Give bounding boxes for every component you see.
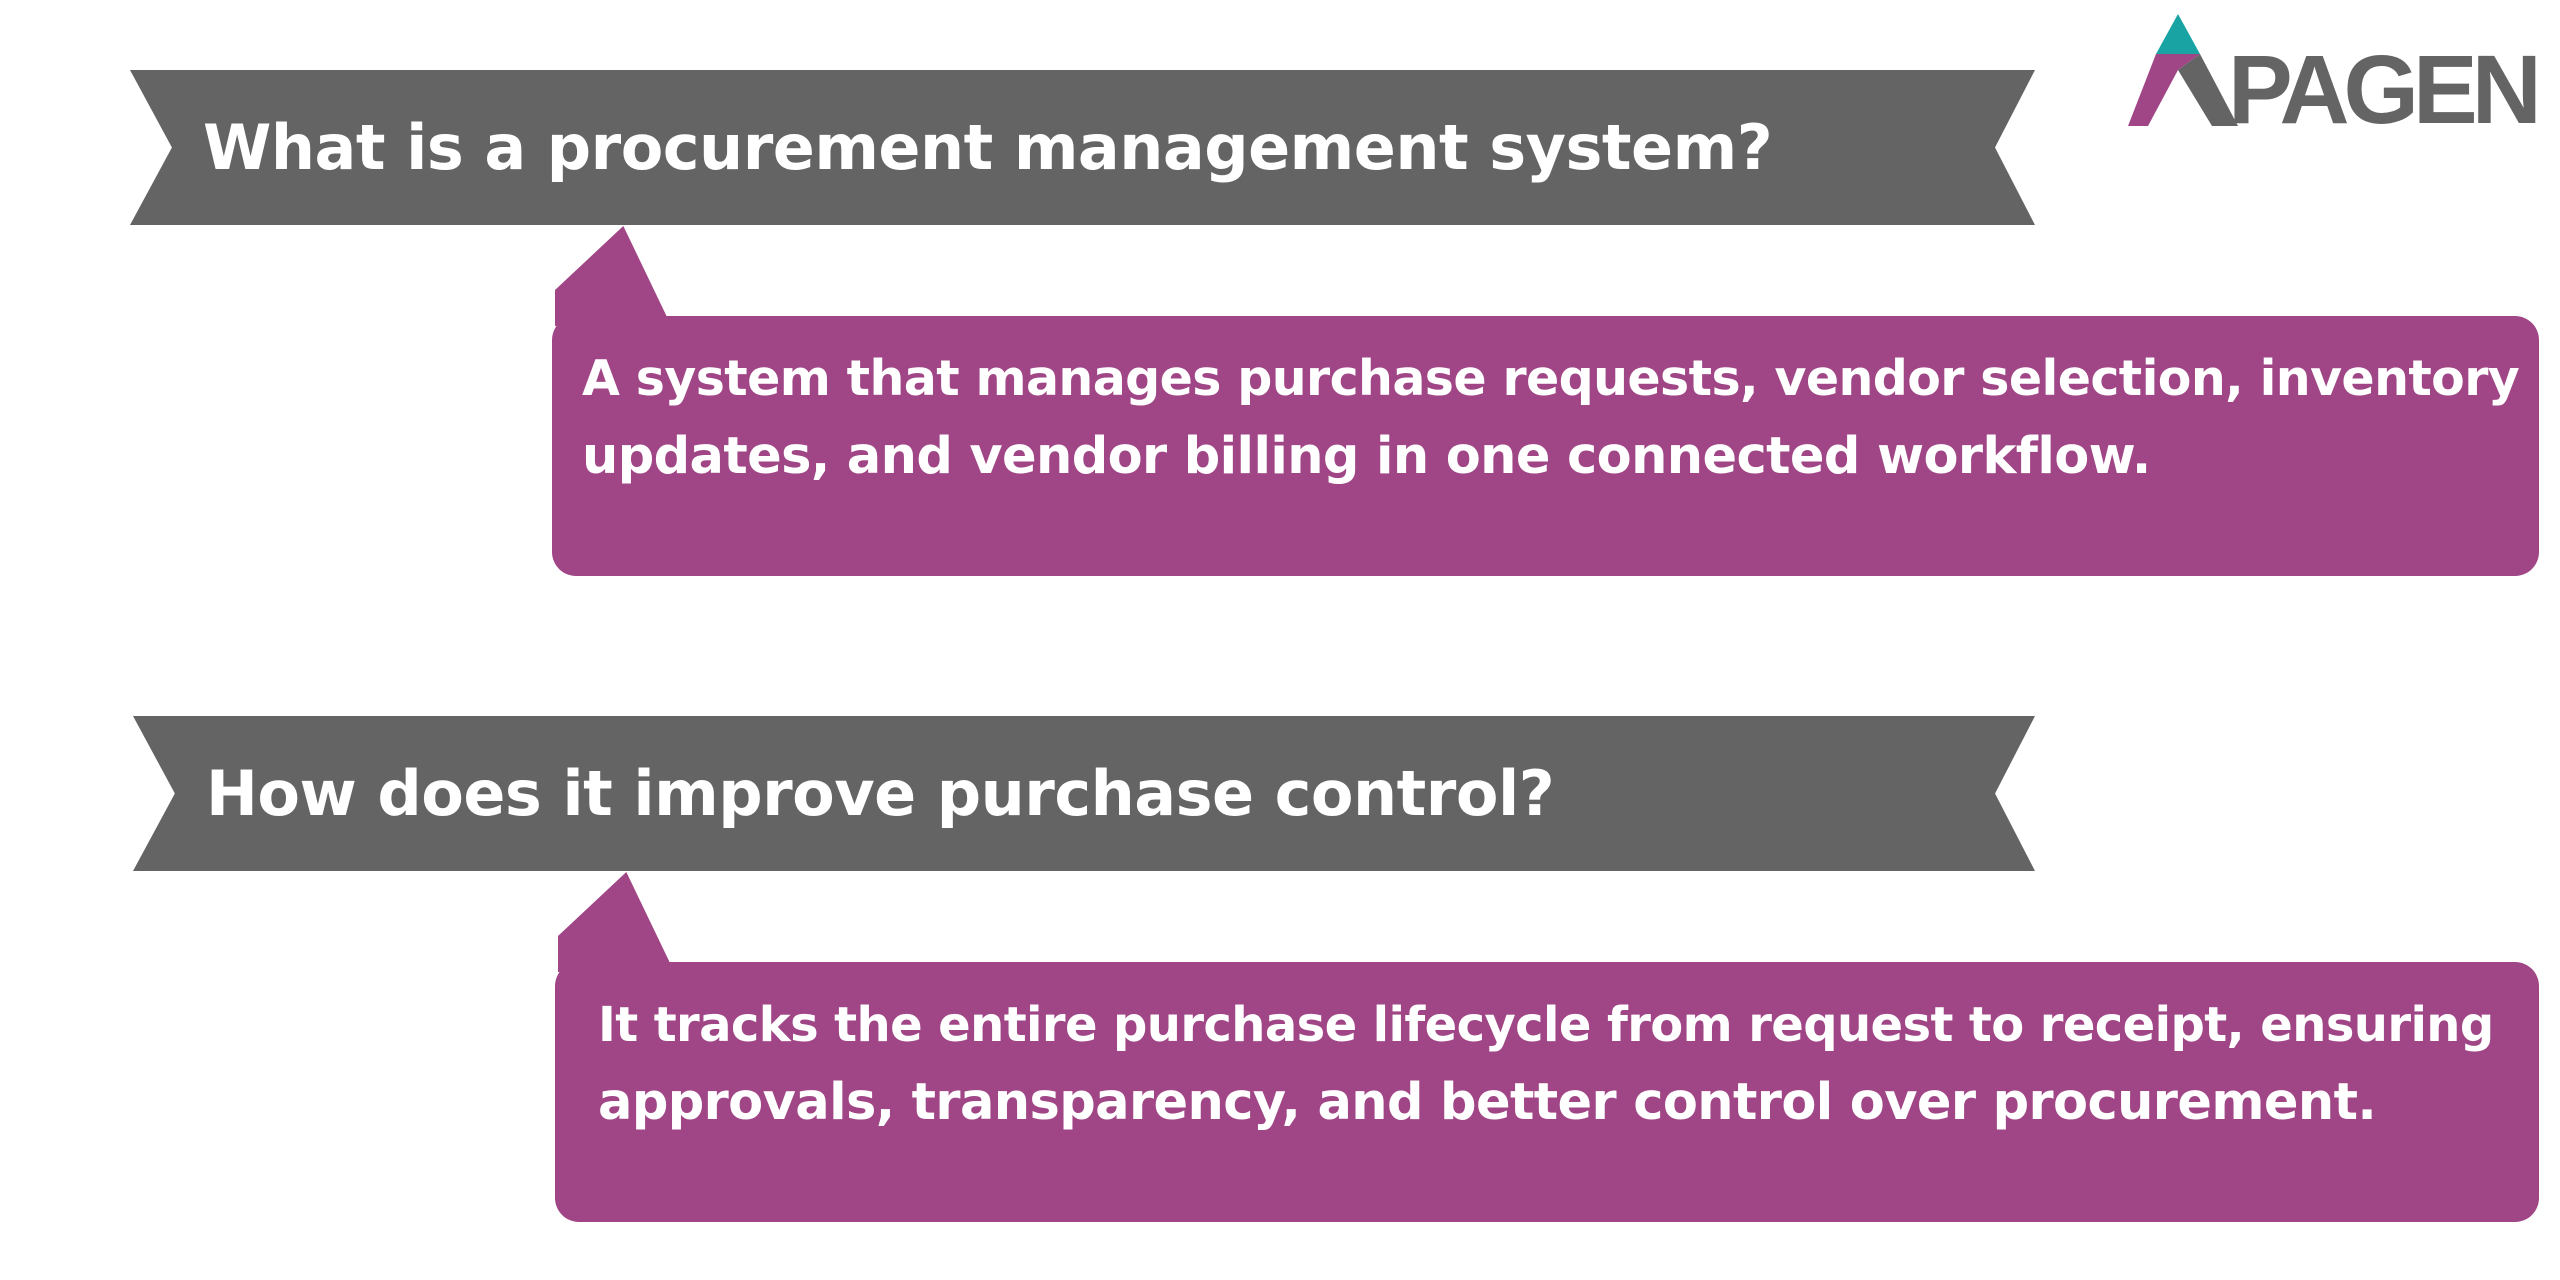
answer-bubble-tail-1: [555, 226, 667, 326]
logo-a-mark-icon: [2128, 14, 2238, 126]
logo-wordmark: PAGEN: [2228, 35, 2542, 144]
answer-bubble-1: A system that manages purchase requests,…: [552, 316, 2539, 576]
question-banner-2: How does it improve purchase control?: [133, 716, 2035, 871]
answer-1-line-2: updates, and vendor billing in one conne…: [582, 427, 2151, 486]
question-banner-1: What is a procurement management system?: [130, 70, 2035, 225]
answer-1-line-1: A system that manages purchase requests,…: [582, 350, 2520, 407]
answer-2-line-2: approvals, transparency, and better cont…: [598, 1073, 2377, 1132]
apagen-logo: PAGEN: [2128, 14, 2542, 140]
answer-bubble-2: It tracks the entire purchase lifecycle …: [555, 962, 2539, 1222]
answer-2-line-1: It tracks the entire purchase lifecycle …: [598, 997, 2494, 1053]
answer-text-1: A system that manages purchase requests,…: [582, 340, 2520, 496]
question-text-2: How does it improve purchase control?: [206, 757, 1555, 830]
question-text-1: What is a procurement management system?: [203, 111, 1773, 184]
answer-bubble-tail-2: [558, 872, 670, 972]
answer-text-2: It tracks the entire purchase lifecycle …: [598, 986, 2494, 1142]
